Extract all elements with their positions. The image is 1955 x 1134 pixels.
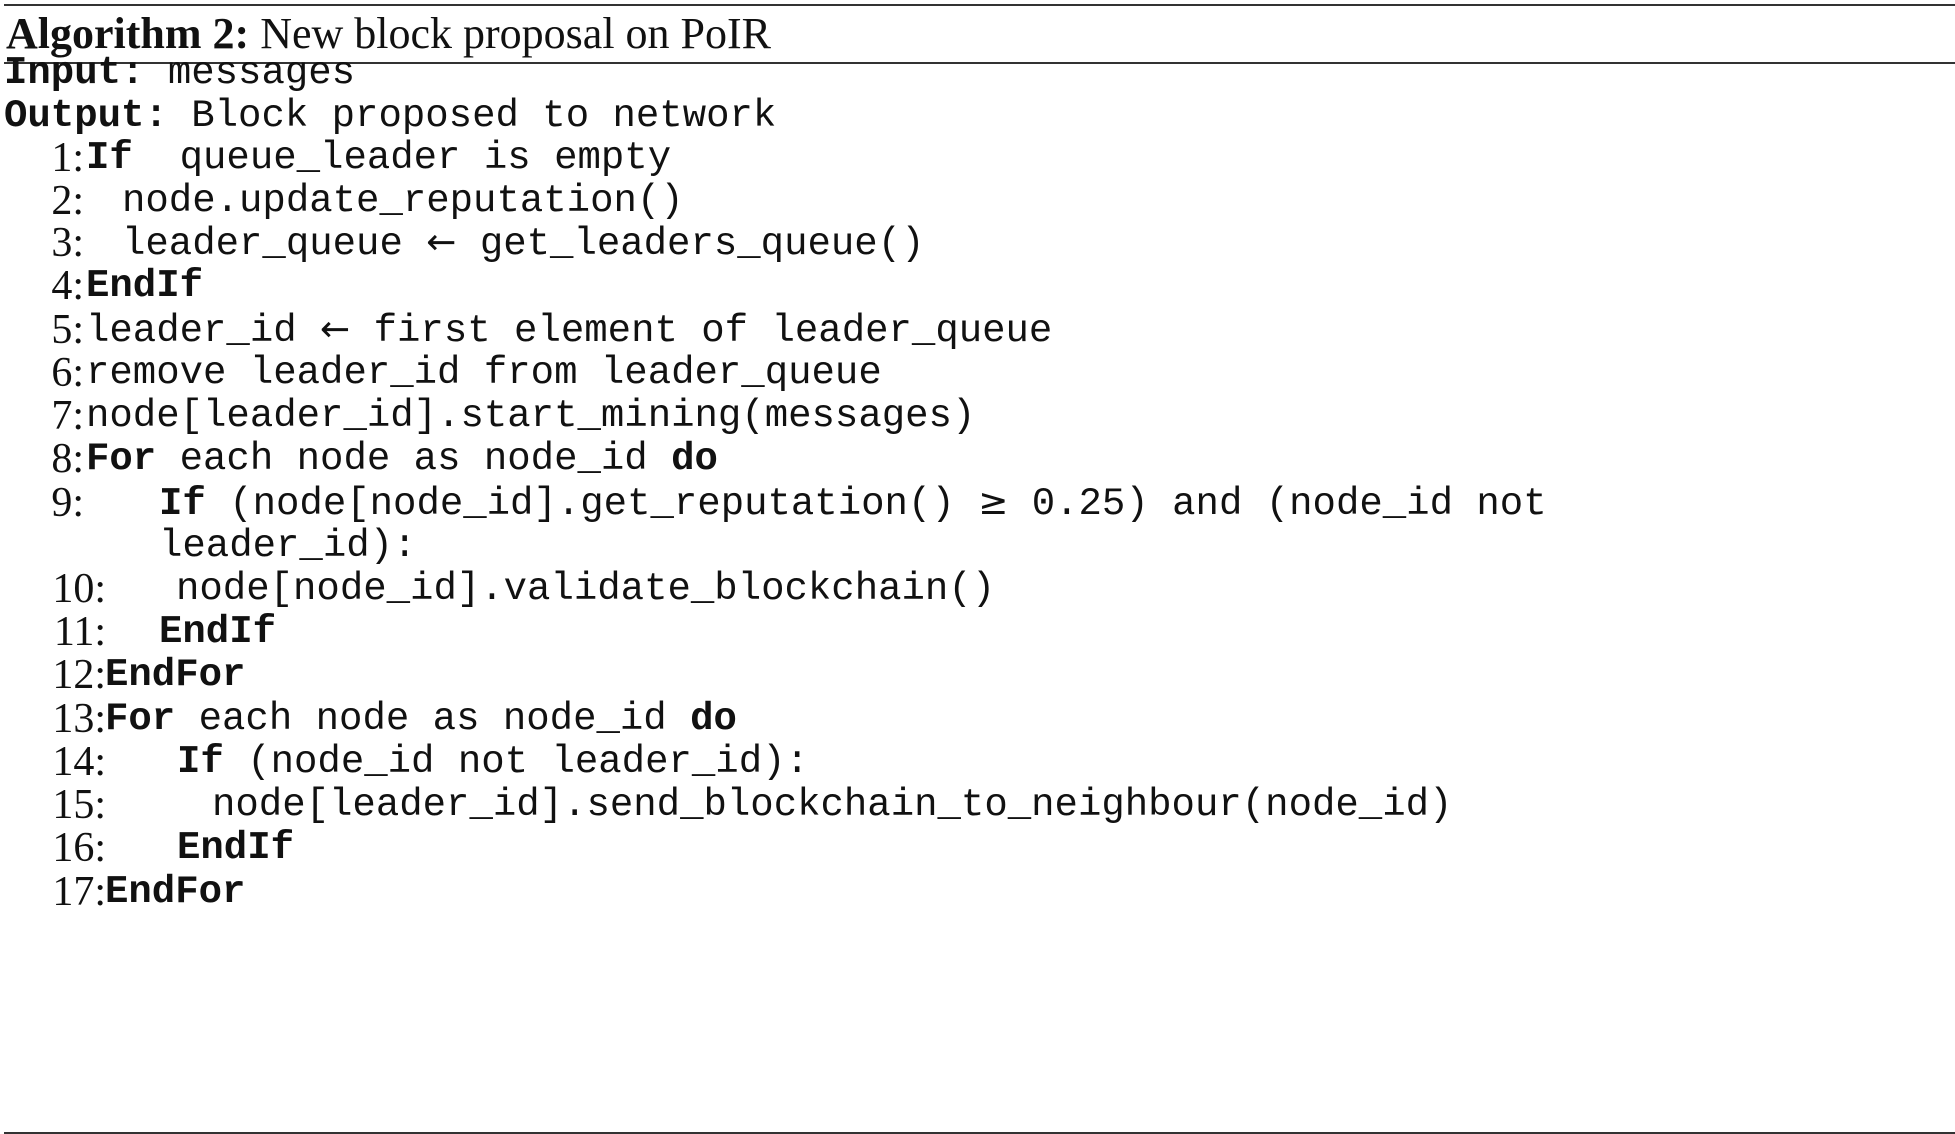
code-text: node.update_reputation() <box>122 179 684 223</box>
line-code: If (node_id not leader_id): <box>177 735 809 789</box>
code-text: remove leader_id from leader_queue <box>86 351 882 395</box>
line-code: For each node as node_id do <box>105 692 737 746</box>
line-number: 10: <box>52 566 106 612</box>
code-text: leader_id): <box>159 524 417 568</box>
line-number: 8: <box>51 436 84 482</box>
bottom-rule <box>4 1132 1955 1134</box>
line-code: For each node as node_id do <box>86 432 718 486</box>
algorithm-title: New block proposal on PoIR <box>260 9 772 58</box>
top-rule <box>4 4 1955 6</box>
code-text: (node[node_id].get_reputation() <box>205 482 979 526</box>
line-number: 9: <box>51 480 84 526</box>
code-text: queue_leader is empty <box>132 136 672 180</box>
code-text: each node as node_id <box>156 437 672 481</box>
keyword: EndIf <box>86 264 204 308</box>
code-text: node[leader_id].send_blockchain_to_neigh… <box>212 783 1453 827</box>
line-code: EndIf <box>177 821 294 875</box>
line-number: 14: <box>52 739 106 785</box>
code-text: first element of leader_queue <box>350 309 1053 353</box>
line-number: 7: <box>51 393 84 439</box>
math-symbol: ← <box>320 309 351 350</box>
line-code: EndIf <box>86 259 203 313</box>
line-number: 6: <box>51 350 84 396</box>
keyword: If <box>159 482 206 526</box>
code-text: leader_queue <box>122 222 427 266</box>
keyword: EndFor <box>105 653 246 697</box>
line-number: 3: <box>51 220 84 266</box>
line-number: 17: <box>52 869 106 915</box>
input-label: Input: <box>4 51 145 95</box>
output-label: Output: <box>4 94 168 138</box>
keyword: EndIf <box>159 610 277 654</box>
line-number: 16: <box>52 825 106 871</box>
line-code: node.update_reputation() <box>122 174 684 228</box>
line-code: EndIf <box>159 605 276 659</box>
code-text: leader_id <box>86 309 321 353</box>
line-code: node[leader_id].start_mining(messages) <box>86 389 975 443</box>
line-number: 5: <box>51 307 84 353</box>
keyword: For <box>105 697 176 741</box>
keyword: EndIf <box>177 826 295 870</box>
caption-rule <box>4 62 1955 64</box>
input-text: messages <box>167 51 356 95</box>
line-code: If queue_leader is empty <box>86 131 671 185</box>
line-number: 12: <box>52 652 106 698</box>
line-code: If (node[node_id].get_reputation() ≥ 0.2… <box>159 476 1547 531</box>
line-number: 4: <box>51 263 84 309</box>
line-code: leader_queue ← get_leaders_queue() <box>122 216 925 271</box>
math-symbol: ← <box>426 222 457 263</box>
algorithm-caption: Algorithm 2: New block proposal on PoIR <box>6 6 771 62</box>
line-number: 11: <box>53 609 106 655</box>
line-number: 1: <box>51 135 84 181</box>
code-text: node[leader_id].start_mining(messages) <box>86 394 976 438</box>
keyword: do <box>690 697 737 741</box>
keyword: If <box>86 136 133 180</box>
line-code: remove leader_id from leader_queue <box>86 346 882 400</box>
line-number: 15: <box>52 782 106 828</box>
output-text: Block proposed to network <box>191 94 777 138</box>
code-text: 0.25) and (node_id not <box>1008 482 1547 526</box>
line-code: EndFor <box>105 865 245 919</box>
line-code: EndFor <box>105 648 245 702</box>
keyword: do <box>671 437 718 481</box>
algorithm-label: Algorithm 2: <box>6 9 250 58</box>
keyword: For <box>86 437 157 481</box>
math-symbol: ≥ <box>978 482 1009 523</box>
line-number: 13: <box>52 696 106 742</box>
output-line: Output: Block proposed to network <box>4 89 776 143</box>
keyword: EndFor <box>105 870 246 914</box>
code-text: each node as node_id <box>175 697 691 741</box>
input-line: Input: messages <box>4 46 355 100</box>
line-code: leader_id ← first element of leader_queu… <box>86 303 1052 358</box>
line-code: node[leader_id].send_blockchain_to_neigh… <box>212 778 1452 832</box>
line-code: node[node_id].validate_blockchain() <box>176 562 995 616</box>
code-text: get_leaders_queue() <box>456 222 925 266</box>
keyword: If <box>177 740 224 784</box>
code-text: (node_id not leader_id): <box>223 740 809 784</box>
line-code: leader_id): <box>159 519 416 573</box>
code-text: node[node_id].validate_blockchain() <box>176 567 996 611</box>
line-number: 2: <box>51 178 84 224</box>
